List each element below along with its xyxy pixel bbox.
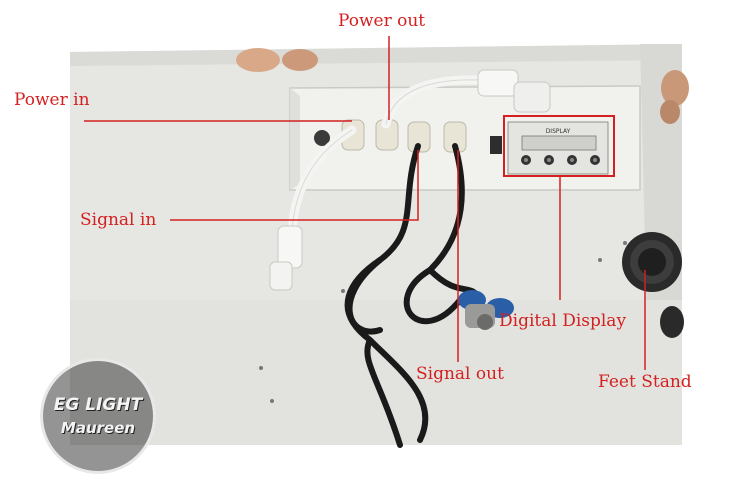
feet-stand-connector [622, 232, 684, 338]
panel-screws [259, 241, 627, 403]
digital-display-module: DISPLAY [507, 121, 609, 175]
watermark-logo: EG LIGHT Maureen [40, 358, 156, 474]
display-module-title: DISPLAY [546, 128, 571, 135]
label-digital-display: Digital Display [499, 311, 627, 331]
watermark-line-1: EG LIGHT [53, 395, 143, 415]
label-power-in: Power in [14, 90, 90, 110]
hands [236, 48, 689, 124]
signal-in-pointer [170, 150, 419, 221]
label-signal-in: Signal in [80, 210, 157, 230]
panel-sockets [314, 119, 502, 154]
xlr-connectors [458, 290, 514, 330]
power-plugs [269, 69, 551, 291]
watermark-line-2: Maureen [60, 419, 136, 437]
digital-display-highlight-box [503, 115, 615, 177]
label-power-out: Power out [338, 11, 426, 31]
annotation-lines [84, 36, 646, 370]
label-signal-out: Signal out [416, 364, 504, 384]
label-feet-stand: Feet Stand [598, 372, 692, 392]
